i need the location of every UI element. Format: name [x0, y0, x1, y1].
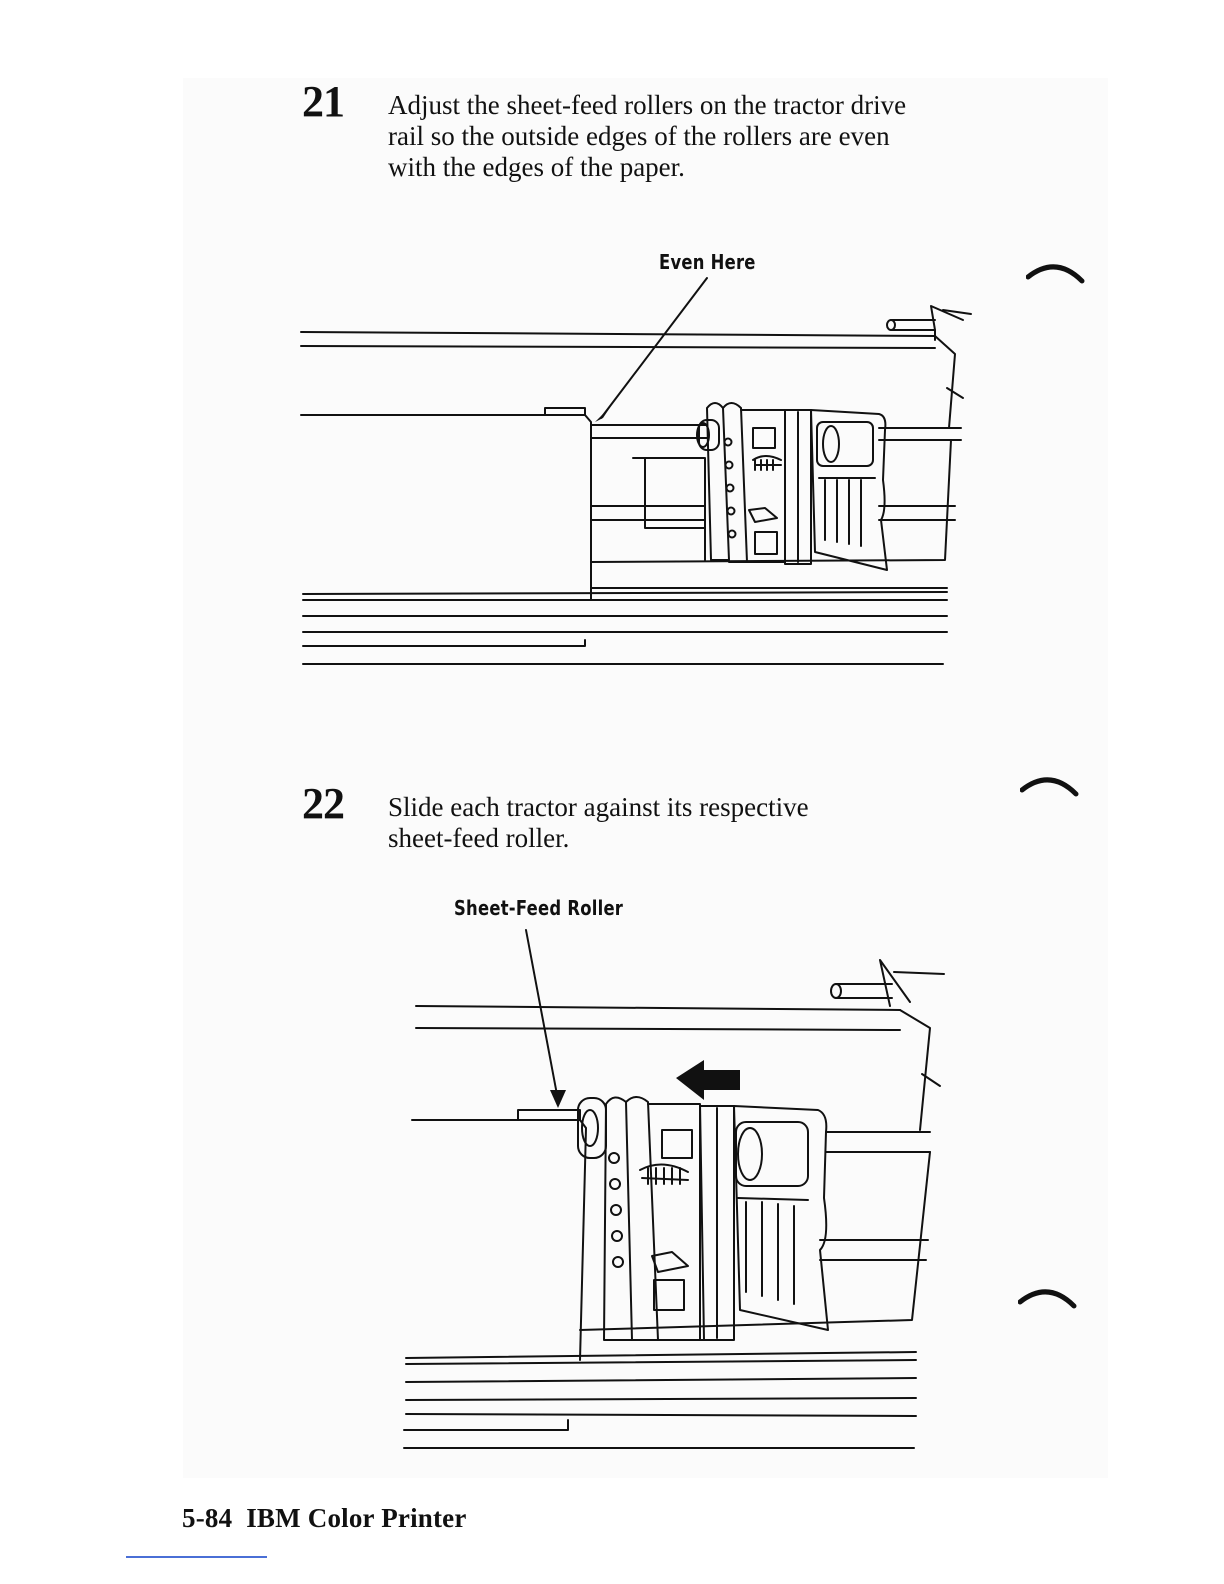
slide-direction-arrow [676, 1060, 740, 1100]
leader-arrowhead [550, 1090, 566, 1108]
page-footer: 5-84 IBM Color Printer [182, 1503, 467, 1534]
binder-tab-mark-2 [1020, 768, 1080, 798]
manual-title: IBM Color Printer [246, 1503, 466, 1533]
step-21-text: Adjust the sheet-feed rollers on the tra… [388, 90, 1008, 183]
sheet-feed-roller-callout: Sheet-Feed Roller [454, 896, 623, 920]
step-22-text: Slide each tractor against its respectiv… [388, 792, 948, 854]
binder-tab-mark-1 [1026, 255, 1086, 285]
figure-adjust-rollers [295, 270, 975, 680]
figure-slide-tractor [400, 920, 960, 1460]
leader-line [526, 930, 558, 1100]
binder-tab-mark-3 [1018, 1280, 1078, 1310]
step-21-number: 21 [302, 80, 344, 124]
step-22-number: 22 [302, 782, 344, 826]
page-number: 5-84 [182, 1503, 232, 1533]
link-underline [126, 1556, 267, 1558]
